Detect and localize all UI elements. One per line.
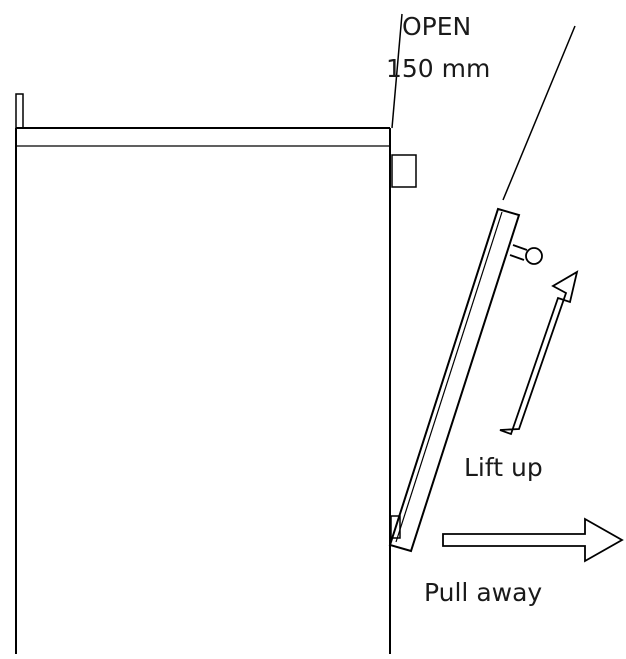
handle-knob bbox=[526, 248, 542, 264]
hinge-block bbox=[392, 155, 416, 187]
door-handle bbox=[510, 245, 542, 264]
opening-width-label: 150 mm bbox=[386, 54, 490, 83]
dimension-line-door bbox=[503, 26, 575, 200]
handle-stem-bottom bbox=[510, 255, 524, 260]
cabinet-body bbox=[16, 128, 390, 654]
door-panel bbox=[390, 209, 519, 551]
open-label: OPEN bbox=[402, 12, 471, 41]
pull-away-label: Pull away bbox=[424, 578, 542, 607]
lift-up-label: Lift up bbox=[464, 453, 543, 482]
door-inner-line bbox=[396, 212, 502, 542]
pull-away-arrow bbox=[443, 519, 622, 561]
handle-stem-top bbox=[513, 245, 527, 250]
top-hinge-tab bbox=[16, 94, 23, 128]
lift-up-arrow bbox=[500, 272, 577, 434]
